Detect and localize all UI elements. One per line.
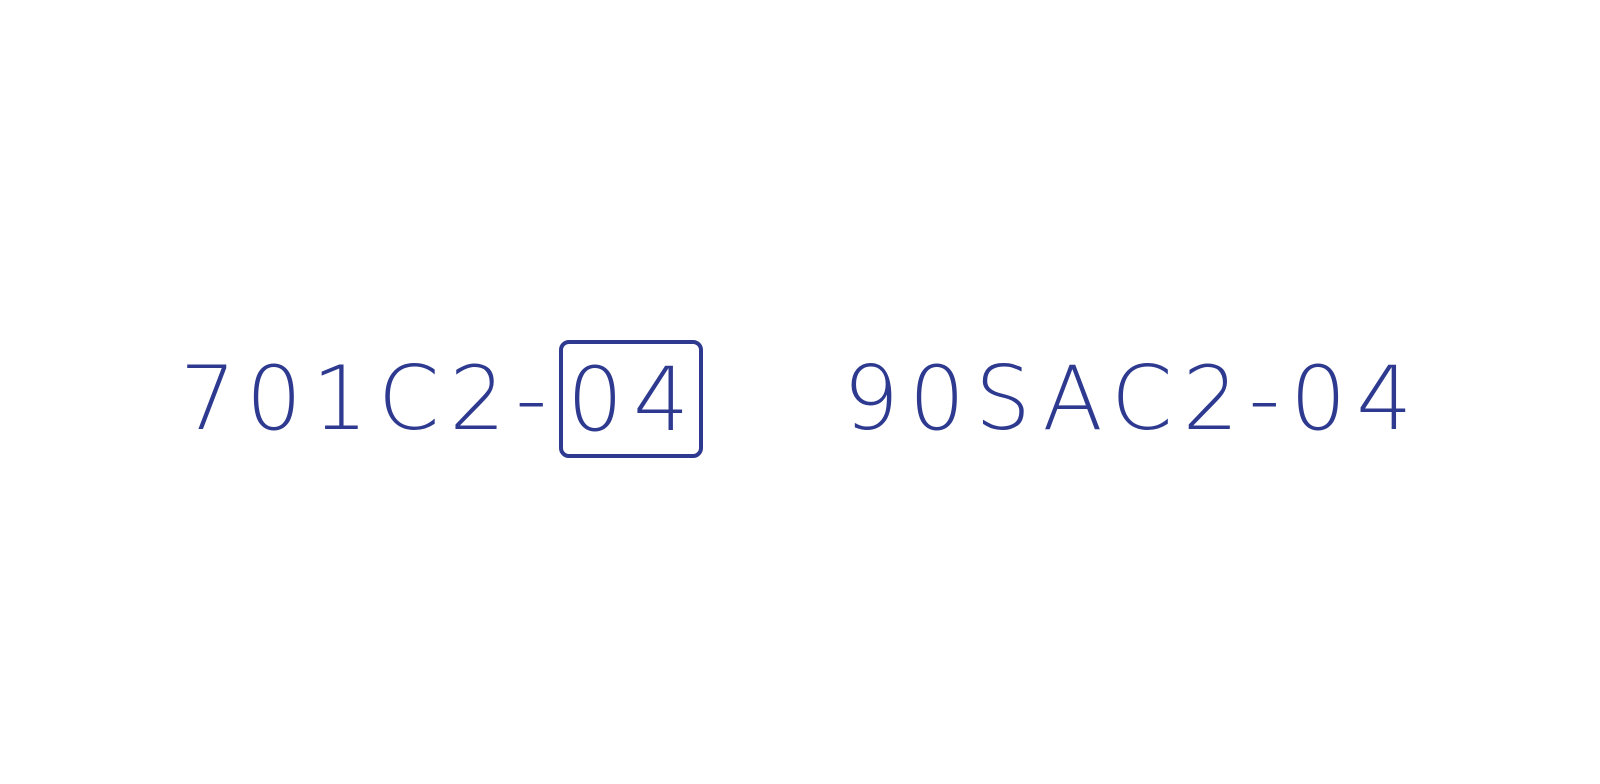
part-code-left-prefix: 701C2- xyxy=(180,347,558,450)
part-code-right: 90SAC2-04 xyxy=(843,347,1423,450)
part-code-left: 701C2-04 xyxy=(180,340,704,458)
highlighted-suffix-box: 04 xyxy=(559,340,704,458)
